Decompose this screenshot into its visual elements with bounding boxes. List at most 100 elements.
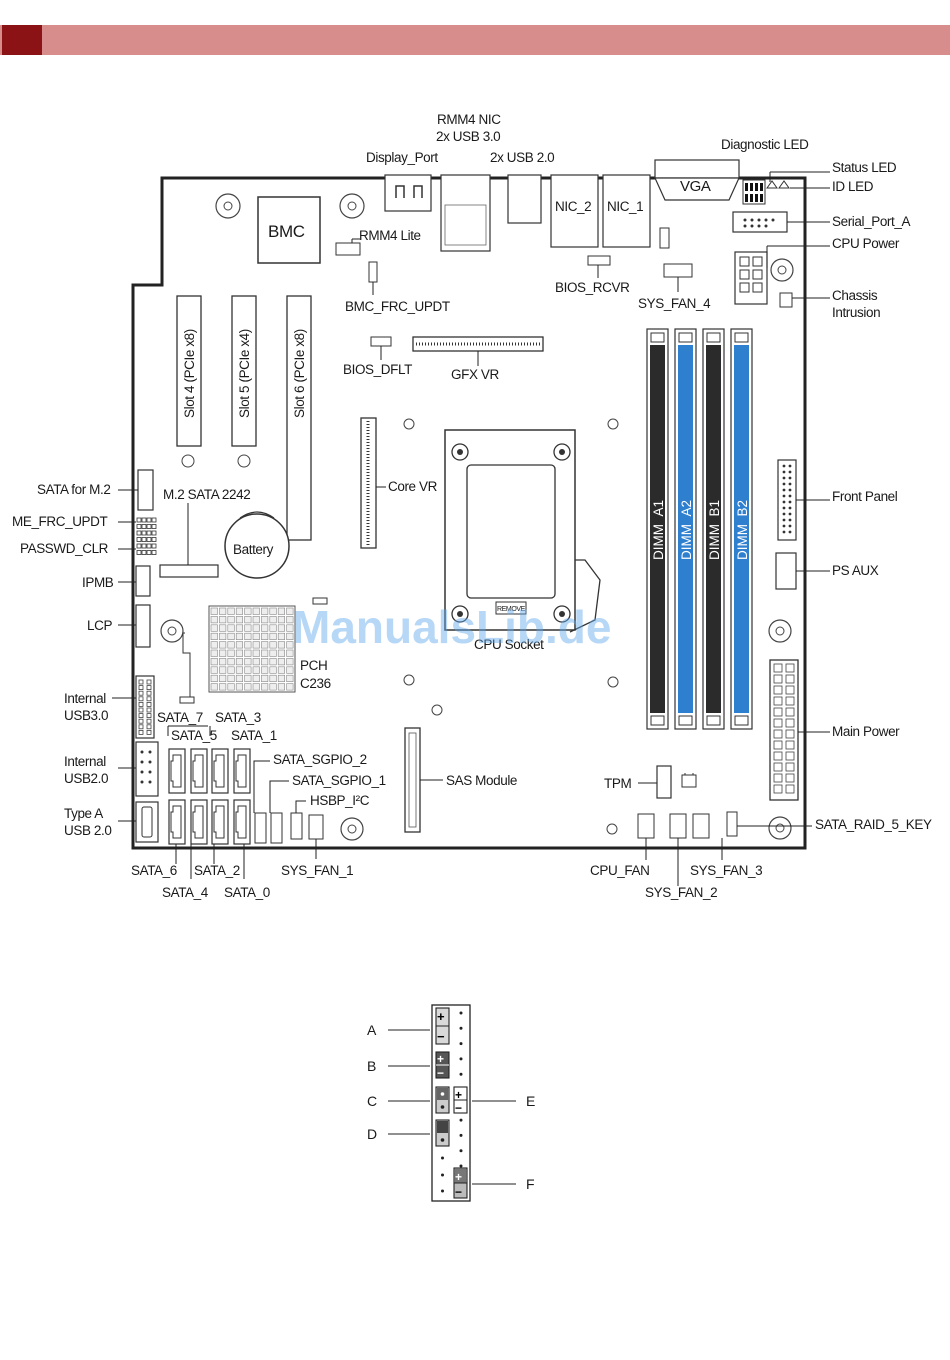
diagnostic-led-array (745, 183, 763, 202)
bios-rcvr-jumper (587, 255, 611, 266)
label-status-led: Status LED (832, 160, 897, 175)
label-front-panel: Front Panel (832, 489, 898, 504)
pin-b-plus: + (437, 1052, 444, 1066)
label-sata-raid-5-key: SATA_RAID_5_KEY (815, 817, 932, 832)
label-id-led: ID LED (832, 179, 874, 194)
chassis-intrusion-header (779, 292, 793, 308)
label-slot6: Slot 6 (PCIe x8) (292, 329, 307, 418)
label-main-power: Main Power (832, 724, 900, 739)
hsbp-i2c-header (290, 812, 303, 840)
bmc-frc-updt-jumper (368, 261, 378, 283)
usb20-rear-connector (507, 174, 542, 224)
label-vga: VGA (680, 178, 711, 195)
sata-connectors (168, 748, 251, 845)
label-display-port: Display_Port (366, 150, 438, 165)
label-bmc-frc-updt: BMC_FRC_UPDT (345, 299, 450, 314)
label-chassis: Chassis (832, 288, 878, 303)
display-port-pins (395, 185, 423, 198)
label-sata-sgpio-1: SATA_SGPIO_1 (292, 773, 386, 788)
label-remove: REMOVE (497, 606, 526, 613)
label-dimm-a2: DIMM_A2 (679, 500, 694, 560)
label-sata-4: SATA_4 (162, 885, 209, 900)
label-type-a: Type A (64, 806, 103, 821)
header-band-bar (0, 25, 950, 55)
pin-b-minus: − (437, 1066, 444, 1080)
sata-for-m2-connector (137, 469, 154, 511)
mount-hole (768, 619, 792, 643)
label-serial-port-a: Serial_Port_A (832, 214, 910, 229)
sata-port-bottom-3 (233, 799, 251, 845)
label-internal-usb20-1: Internal (64, 754, 106, 769)
jumper-pinout-diagram: + − + − + − + − (367, 1004, 535, 1202)
label-sys-fan-4: SYS_FAN_4 (638, 296, 711, 311)
label-sys-fan-2: SYS_FAN_2 (645, 885, 717, 900)
id-led-icon (778, 180, 790, 189)
mount-hole (768, 816, 792, 840)
sata-port-bottom-0 (168, 799, 186, 845)
battery-holder (224, 513, 290, 579)
label-dimm-a1: DIMM_A1 (651, 500, 666, 560)
sata-sgpio-2-header (254, 812, 267, 844)
pin-a-plus: + (437, 1009, 445, 1024)
label-rmm4-nic: RMM4 NIC (437, 112, 501, 127)
label-passwd-clr: PASSWD_CLR (20, 541, 109, 556)
label-sys-fan-3: SYS_FAN_3 (690, 863, 762, 878)
label-slot4: Slot 4 (PCIe x8) (182, 329, 197, 418)
nic2-connector (550, 174, 599, 248)
pinout-label-b: B (367, 1058, 376, 1074)
internal-usb20-header (135, 741, 159, 797)
label-m2-sata: M.2 SATA 2242 (163, 487, 250, 502)
tpm-header (656, 765, 672, 799)
front-panel-header (777, 459, 797, 541)
label-cpu-power: CPU Power (832, 236, 900, 251)
label-nic2: NIC_2 (555, 199, 591, 214)
sys-fan-1-header (308, 814, 324, 840)
gfx-vr-block (412, 336, 544, 352)
display-port-connector (384, 174, 432, 212)
label-ps-aux: PS AUX (832, 563, 879, 578)
serial-port-a-header (732, 211, 788, 233)
rmm4-nic-connector (440, 174, 491, 252)
status-led-icon (766, 180, 778, 189)
label-slot5: Slot 5 (PCIe x4) (237, 329, 252, 418)
sys-fan-2-header (669, 813, 687, 839)
mount-hole (215, 193, 241, 219)
vga-connector (654, 177, 740, 201)
label-bmc: BMC (268, 222, 305, 241)
label-dimm-b2: DIMM_B2 (735, 500, 750, 560)
label-internal-usb30-2: USB3.0 (64, 708, 108, 723)
leader-lines (112, 171, 830, 886)
label-sata-2: SATA_2 (194, 863, 240, 878)
label-sys-fan-1: SYS_FAN_1 (281, 863, 353, 878)
label-sata-5: SATA_5 (171, 728, 217, 743)
label-sata-for-m2: SATA for M.2 (37, 482, 110, 497)
core-vr-block (360, 417, 377, 549)
pin-e-plus: + (455, 1088, 462, 1102)
label-intrusion: Intrusion (832, 305, 880, 320)
label-sata-1: SATA_1 (231, 728, 277, 743)
label-sata-6: SATA_6 (131, 863, 177, 878)
sata-sgpio-1-header (270, 812, 283, 844)
label-sata-sgpio-2: SATA_SGPIO_2 (273, 752, 367, 767)
type-a-usb20-connector (135, 801, 159, 843)
label-rmm4-lite: RMM4 Lite (359, 228, 421, 243)
sys-fan-3-header (692, 813, 710, 839)
pinout-label-d: D (367, 1126, 377, 1142)
pinout-label-e: E (526, 1093, 535, 1109)
label-battery: Battery (233, 542, 274, 557)
sas-module-slot (404, 727, 421, 833)
label-me-frc-updt: ME_FRC_UPDT (12, 514, 108, 529)
watermark-text: ManualsLib.de (292, 601, 611, 653)
pin-f-minus: − (455, 1185, 462, 1199)
ipmb-header (135, 565, 151, 597)
label-bios-dflt: BIOS_DFLT (343, 362, 412, 377)
pin-f-plus: + (455, 1170, 462, 1184)
bmc-chip (257, 196, 321, 264)
label-tpm: TPM (604, 776, 631, 791)
sata-port-bottom-2 (211, 799, 229, 845)
label-gfx-vr: GFX VR (451, 367, 500, 382)
rmm4-lite-header (335, 242, 361, 256)
pin-a-minus: − (437, 1029, 445, 1044)
header-accent-square (2, 25, 42, 55)
